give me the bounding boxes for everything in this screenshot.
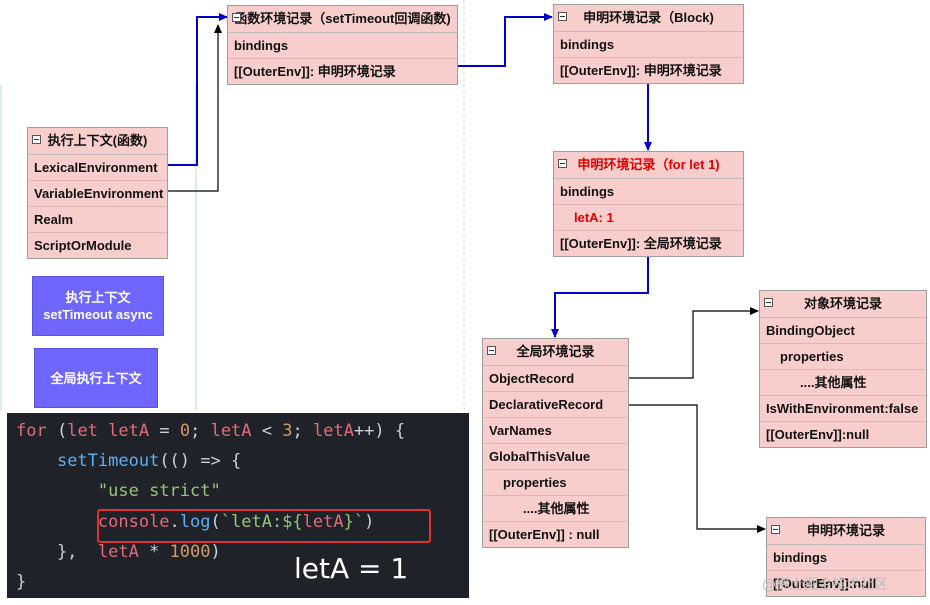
collapse-icon[interactable] [487, 346, 496, 355]
row-outer-env: [[OuterEnv]]: 全局环境记录 [560, 236, 722, 251]
collapse-icon[interactable] [558, 159, 567, 168]
watermark: @稀土掘金技术社区 [762, 577, 888, 593]
exec-context-settimeout-button[interactable]: 执行上下文 setTimeout async [32, 276, 164, 336]
row-declarative-record: DeclarativeRecord [483, 392, 628, 418]
exec-context-fn-title: 执行上下文(函数) [28, 128, 167, 155]
decl-env-for-box: 申明环境记录（for let 1) bindings letA: 1 [[Out… [553, 151, 744, 257]
fn-env-record-box: 函数环境记录（setTimeout回调函数) bindings [[OuterE… [227, 5, 458, 85]
row-other-properties: ....其他属性 [483, 496, 628, 522]
row-bindings: bindings [554, 32, 743, 58]
row-leta-value: letA: 1 [554, 205, 743, 231]
collapse-icon[interactable] [232, 13, 241, 22]
object-env-record-box: 对象环境记录 BindingObject properties ....其他属性… [759, 290, 927, 448]
decl-env-block-box: 申明环境记录（Block) bindings [[OuterEnv]]: 申明环… [553, 4, 744, 84]
button-line-2: setTimeout async [43, 307, 153, 322]
button-label: 全局执行上下文 [50, 370, 142, 386]
row-is-with-environment: IsWithEnvironment:false [760, 396, 926, 422]
code-line: console.log(`letA:${letA}`) [97, 512, 375, 532]
decl-env-record-title: 申明环境记录 [767, 518, 925, 545]
fn-env-record-title: 函数环境记录（setTimeout回调函数) [228, 6, 457, 33]
row-var-names: VarNames [483, 418, 628, 444]
row-bindings: bindings [554, 179, 743, 205]
code-snippet: for (let letA = 0; letA < 3; letA++) { s… [7, 413, 469, 598]
button-line-1: 执行上下文 [65, 290, 131, 305]
row-binding-object: BindingObject [760, 318, 926, 344]
arrow-fn-to-block [457, 13, 553, 67]
row-lexical-environment: LexicalEnvironment [28, 155, 167, 181]
row-object-record: ObjectRecord [483, 366, 628, 392]
row-global-this-value: GlobalThisValue [483, 444, 628, 470]
decl-env-for-title: 申明环境记录（for let 1) [554, 152, 743, 179]
row-properties: properties [483, 470, 628, 496]
row-outer-env: [[OuterEnv]] : null [489, 527, 600, 542]
row-other-properties: ....其他属性 [760, 370, 926, 396]
row-outer-env: [[OuterEnv]]: 申明环境记录 [560, 63, 722, 78]
row-outer-env: [[OuterEnv]]:null [766, 427, 870, 442]
code-line: "use strict" [97, 481, 221, 501]
row-outer-env: [[OuterEnv]]: 申明环境记录 [234, 64, 396, 79]
global-exec-context-button[interactable]: 全局执行上下文 [34, 348, 158, 408]
row-bindings: bindings [228, 33, 457, 59]
row-realm: Realm [28, 207, 167, 233]
highlight-box [97, 509, 431, 543]
arrow-variable-to-fn-env [167, 24, 222, 192]
code-line: setTimeout(() => { [56, 451, 242, 471]
exec-context-fn-box: 执行上下文(函数) LexicalEnvironment VariableEnv… [27, 127, 168, 259]
arrow-declarative-record [628, 404, 766, 533]
arrow-for-to-global [551, 252, 649, 338]
decl-env-record-box: 申明环境记录 bindings [[OuterEnv]]:null [766, 517, 926, 597]
code-line: } [16, 572, 27, 592]
code-line: }, letA * 1000) [16, 542, 221, 562]
collapse-icon[interactable] [32, 135, 41, 144]
arrow-object-record [628, 307, 759, 379]
collapse-icon[interactable] [558, 12, 567, 21]
object-env-record-title: 对象环境记录 [760, 291, 926, 318]
row-properties: properties [760, 344, 926, 370]
row-outer-env: [[OuterEnv]]:null [773, 576, 877, 591]
code-line: for (let letA = 0; letA < 3; letA++) { [16, 421, 406, 441]
collapse-icon[interactable] [764, 298, 773, 307]
leta-overlay-label: letA = 1 [294, 552, 409, 585]
row-bindings: bindings [767, 545, 925, 571]
arrow-lexical-to-fn-env [167, 13, 228, 166]
row-variable-environment: VariableEnvironment [28, 181, 167, 207]
decl-env-block-title: 申明环境记录（Block) [554, 5, 743, 32]
row-script-or-module: ScriptOrModule [34, 238, 132, 253]
collapse-icon[interactable] [771, 525, 780, 534]
global-env-record-box: 全局环境记录 ObjectRecord DeclarativeRecord Va… [482, 338, 629, 548]
global-env-record-title: 全局环境记录 [483, 339, 628, 366]
